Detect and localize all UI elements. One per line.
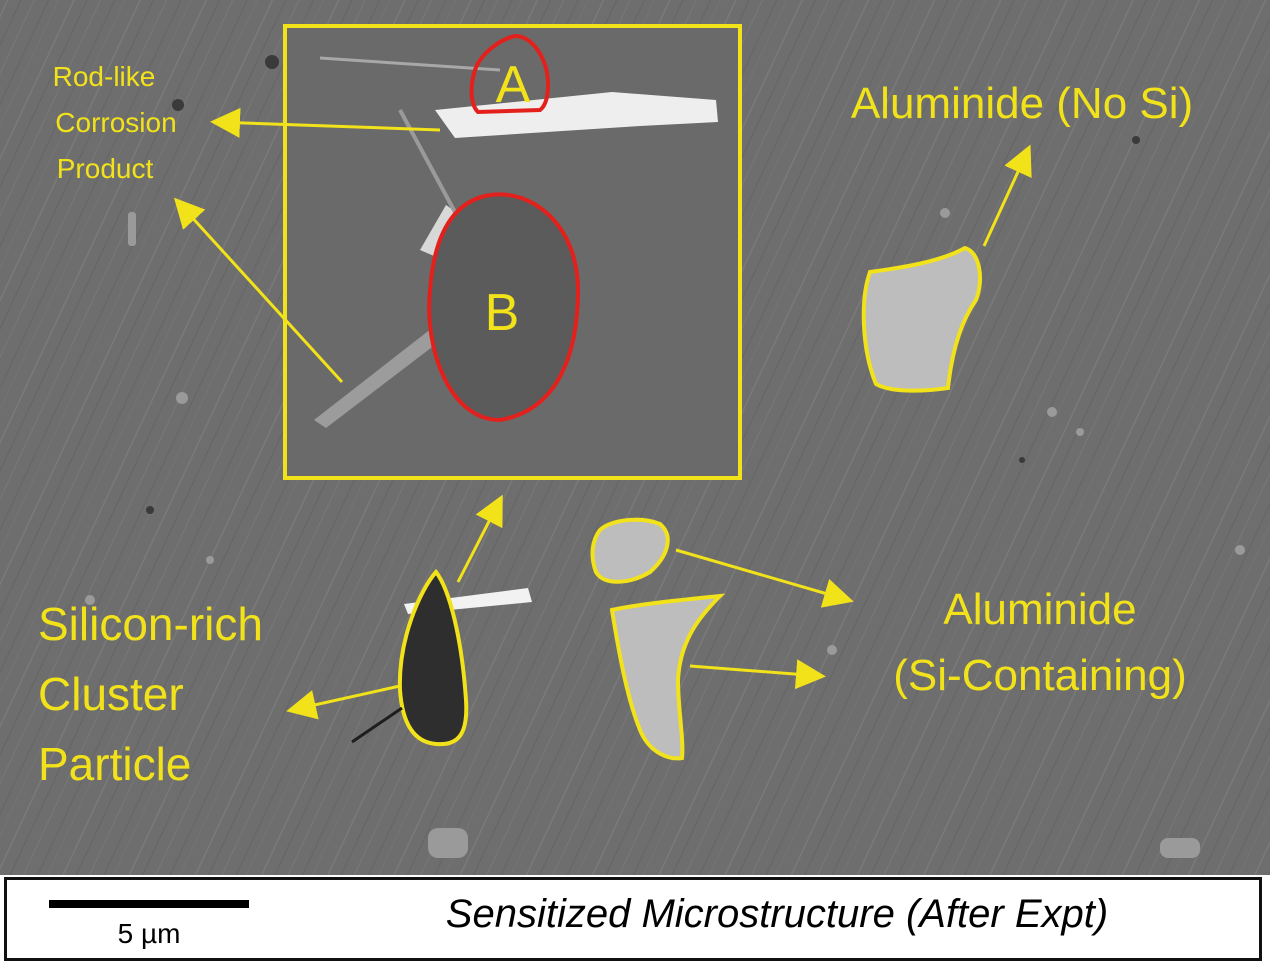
image-caption: Sensitized Microstructure (After Expt) (445, 892, 1109, 936)
region-b-label: B (485, 284, 520, 342)
sem-micrograph: A B Rod-like Corrosion Product Aluminide… (0, 0, 1270, 875)
rod-thin-1 (319, 56, 501, 72)
region-a-outline (469, 33, 550, 115)
arrow-cluster-label (286, 684, 401, 720)
rod-like-label: Rod-like Corrosion Product (53, 61, 177, 184)
scale-bar (49, 900, 249, 908)
arrow-no-si (982, 144, 1032, 247)
arrow-si-2 (689, 659, 826, 690)
silicon-particle-scratch (351, 706, 403, 744)
background-particles (85, 208, 1245, 858)
aluminide-si-particle-1 (590, 517, 670, 584)
rod-label-line2: Corrosion (55, 107, 176, 138)
silicon-rich-particle (397, 568, 469, 747)
silicon-rich-label: Silicon-rich Cluster Particle (38, 598, 263, 790)
rod-label-line1: Rod-like (53, 61, 156, 92)
aluminide-si-label-line2: (Si-Containing) (893, 651, 1186, 700)
rod-corrosion-product (435, 92, 718, 138)
region-b-outline (427, 192, 581, 423)
annotation-arrows (173, 107, 1032, 720)
arrow-rod-label (210, 107, 441, 138)
rod-label-line3: Product (57, 153, 154, 184)
aluminide-si-label: Aluminide (Si-Containing) (893, 585, 1186, 700)
dark-spots (146, 55, 1140, 514)
arrow-si-1 (675, 548, 854, 608)
silicon-label-line3: Particle (38, 738, 191, 790)
rod-branch-2 (420, 205, 456, 256)
scale-bar-label: 5 µm (117, 918, 181, 949)
aluminide-no-si-particle (861, 245, 983, 393)
region-b-particle (429, 194, 578, 420)
aluminide-no-si-label: Aluminide (No Si) (851, 79, 1193, 128)
inset-region: A B (283, 24, 742, 480)
caption-bar: 5 µm Sensitized Microstructure (After Ex… (4, 877, 1262, 961)
aluminide-si-label-line1: Aluminide (943, 585, 1136, 634)
region-a-label: A (496, 56, 531, 114)
arrow-cluster-up (456, 494, 503, 583)
arrow-rod-bottom (173, 197, 344, 384)
silicon-label-line1: Silicon-rich (38, 598, 263, 650)
aluminide-si-particle-2 (609, 593, 726, 761)
silicon-label-line2: Cluster (38, 668, 184, 720)
